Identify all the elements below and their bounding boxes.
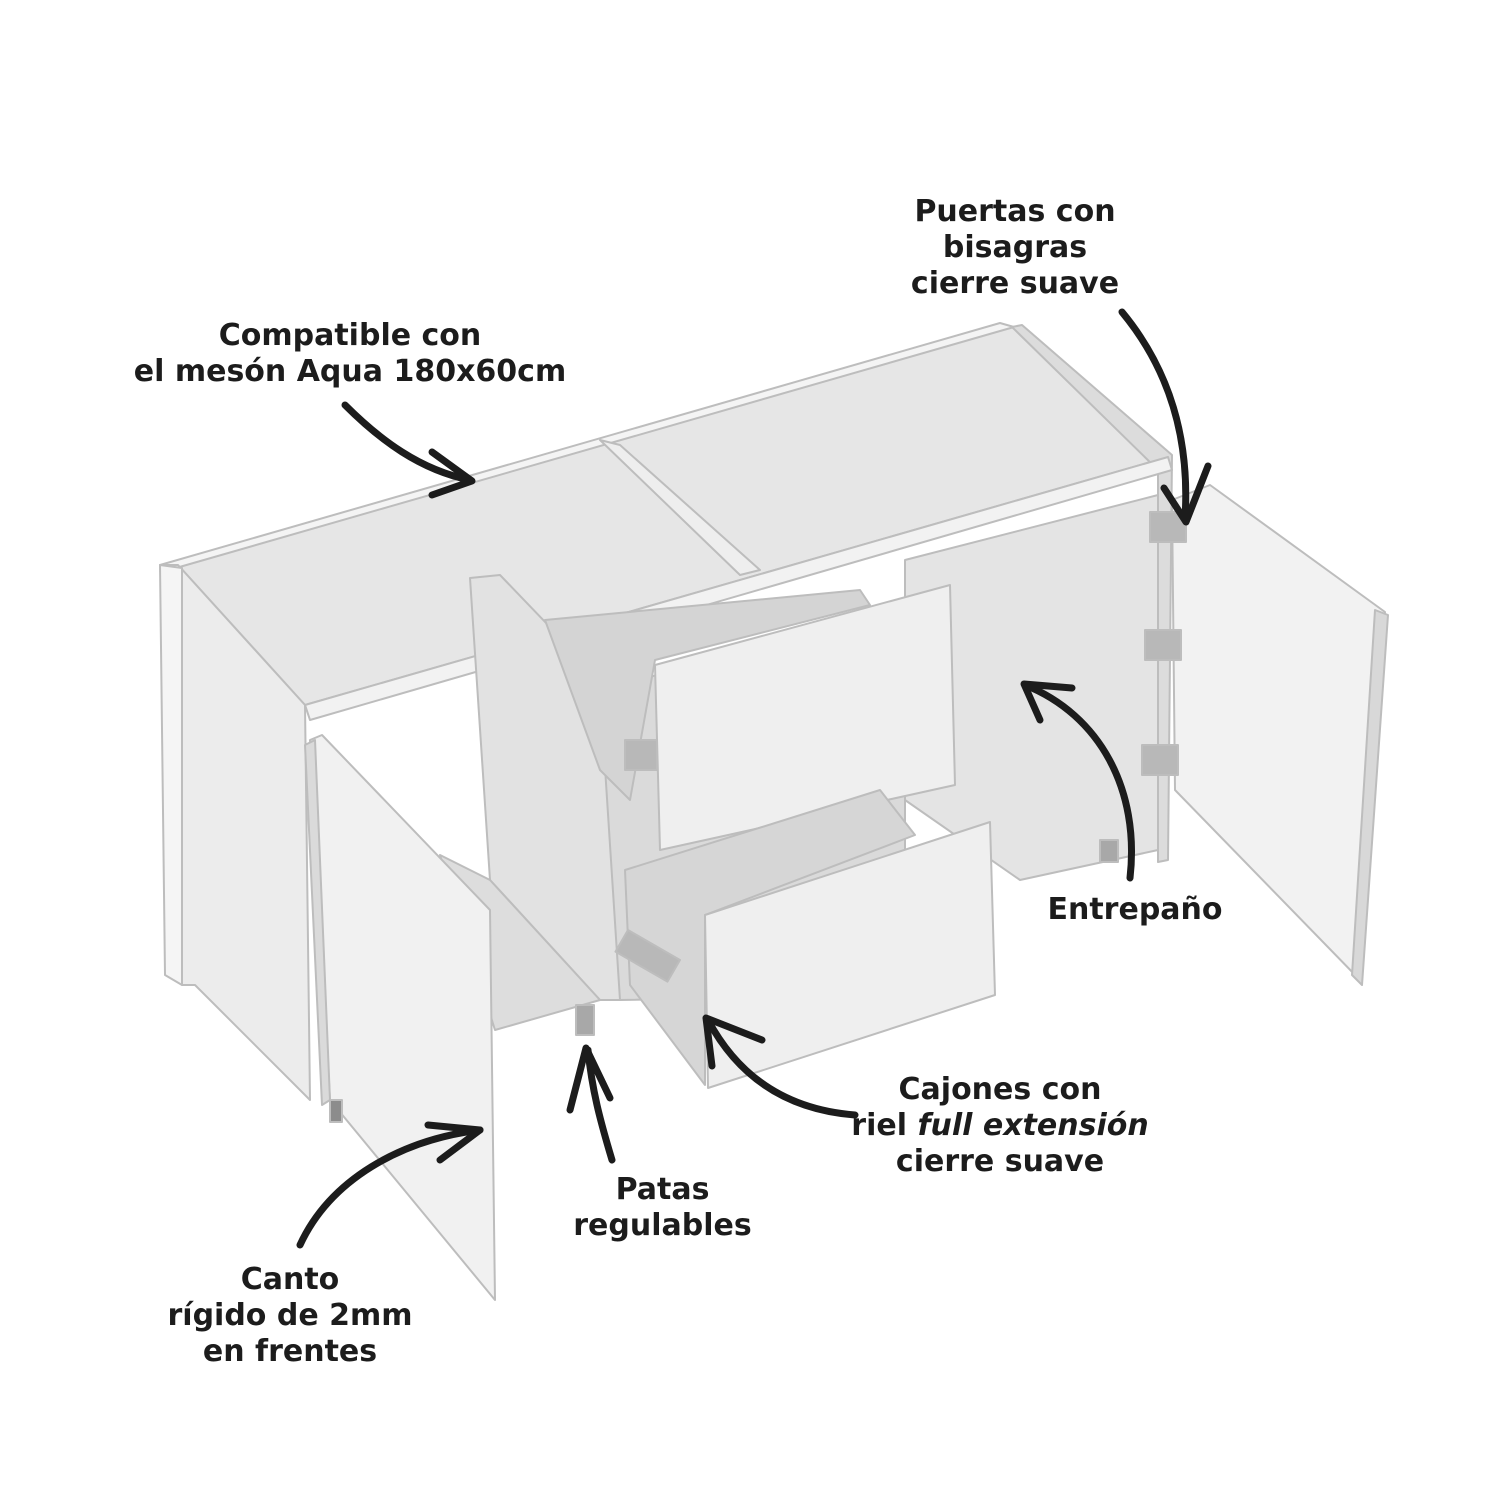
- left-door: [309, 734, 496, 1301]
- callout-canto-line1: Canto: [240, 1262, 340, 1297]
- callout-patas-line1: Patas: [615, 1172, 710, 1207]
- middle-top-rail: [599, 439, 761, 576]
- callout-cajones-line3: cierre suave: [895, 1144, 1105, 1179]
- cabinet: [159, 322, 1389, 1301]
- upper-drawer-front: [654, 584, 956, 851]
- callout-puertas-line3: cierre suave: [910, 266, 1120, 301]
- leg-center: [575, 1004, 595, 1036]
- callout-entrepano: Entrepaño: [1030, 892, 1240, 928]
- callout-canto-line3: en frentes: [202, 1334, 378, 1369]
- arrow-compatible: [341, 401, 476, 499]
- callout-compatible-line2: el mesón Aqua 180x60cm: [133, 354, 567, 389]
- callout-cajones-line1: Cajones con: [898, 1072, 1102, 1107]
- arrow-patas: [566, 1044, 616, 1164]
- callout-puertas-line2: bisagras: [942, 230, 1088, 265]
- callout-canto-line2: rígido de 2mm: [167, 1298, 413, 1333]
- arrows: [296, 308, 1212, 1249]
- callout-canto: Canto rígido de 2mm en frentes: [150, 1262, 430, 1370]
- arrow-entrepano: [1020, 680, 1135, 882]
- leg-right: [1099, 839, 1119, 863]
- callout-entrepano-line1: Entrepaño: [1047, 892, 1223, 927]
- callout-cajones-line2: riel full extensión: [835, 1108, 1165, 1144]
- callout-patas: Patas regulables: [560, 1172, 765, 1244]
- callout-compatible: Compatible con el mesón Aqua 180x60cm: [120, 318, 580, 390]
- arrow-canto: [296, 1121, 484, 1249]
- hinge-middle: [1144, 629, 1182, 661]
- lower-drawer-slide: [614, 929, 681, 983]
- leg-left: [329, 1099, 343, 1123]
- callout-cajones-line2-italic: full extensión: [917, 1108, 1149, 1143]
- callout-cajones-line2-prefix: riel: [851, 1108, 918, 1143]
- callout-compatible-line1: Compatible con: [218, 318, 482, 353]
- arrow-cajones: [702, 1014, 859, 1119]
- callout-patas-line2: regulables: [573, 1208, 752, 1243]
- hinge-bottom: [1141, 744, 1179, 776]
- callout-cajones: Cajones con riel full extensión cierre s…: [835, 1072, 1165, 1180]
- right-door-edge: [1351, 609, 1389, 986]
- arrow-puertas: [1118, 308, 1212, 526]
- left-side-front: [159, 564, 183, 986]
- callout-puertas: Puertas con bisagras cierre suave: [895, 194, 1135, 302]
- upper-drawer-slide: [624, 739, 658, 771]
- callout-puertas-line1: Puertas con: [914, 194, 1116, 229]
